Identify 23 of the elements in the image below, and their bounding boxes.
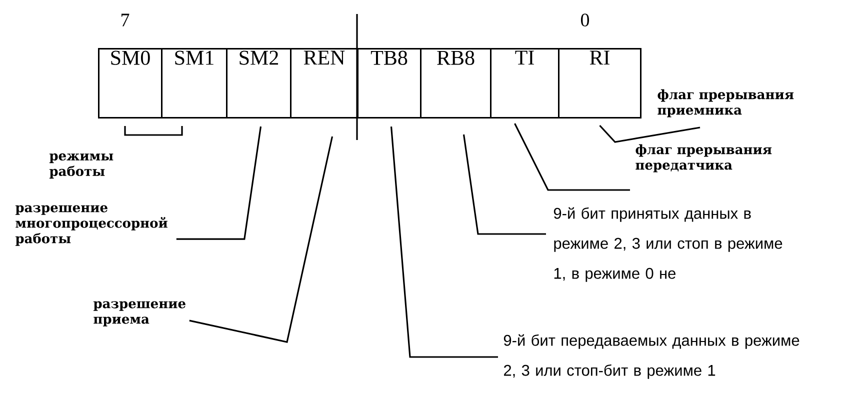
bit-cell: SM0 [98, 48, 162, 118]
leader-line [599, 124, 700, 143]
bit-cell: SM2 [226, 48, 292, 118]
annotation-text: разрешение приема [94, 301, 186, 326]
leader-line [514, 123, 630, 191]
annotation-text: 9-й бит передаваемых данных в режиме 2, 3 или стоп-бит в режиме 1 [504, 334, 800, 379]
bit-cell: TB8 [357, 48, 422, 118]
bit-cell: RI [558, 48, 642, 118]
bit-cell: TI [490, 48, 560, 118]
bit-number: 7 [122, 14, 130, 26]
annotation-text: 9-й бит принятых данных в режиме 2, 3 или стоп в режиме 1, в режиме 0 не [554, 207, 782, 282]
bit-cell: SM1 [161, 48, 228, 118]
group-label: режимы работы [50, 153, 114, 179]
bit-cell: REN [290, 48, 358, 118]
annotation-text: флаг прерывания приемника [658, 89, 794, 118]
leader-line [189, 136, 334, 343]
leader-line [462, 134, 546, 235]
leader-line [176, 126, 262, 240]
annotation-text: разрешение многопроцессорной работы [16, 205, 168, 246]
bit-number: 0 [580, 14, 590, 26]
bit-cell: RB8 [420, 48, 492, 118]
annotation-text: флаг прерывания передатчика [636, 144, 772, 172]
leader-line [390, 126, 498, 358]
